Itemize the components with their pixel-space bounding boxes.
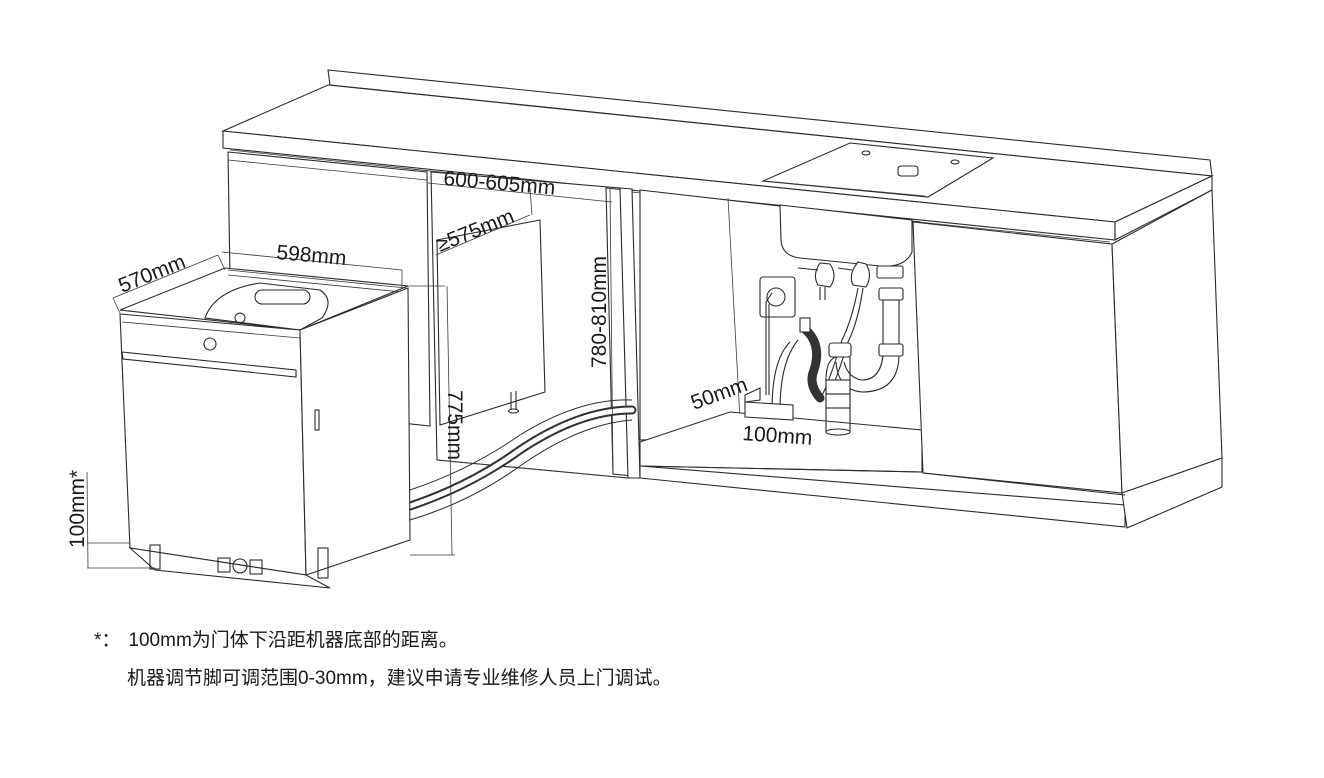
sink-top xyxy=(760,142,995,198)
outlet-box xyxy=(744,387,794,421)
inlet-hose xyxy=(771,317,825,411)
power-socket xyxy=(759,276,796,395)
dishwasher xyxy=(119,267,411,589)
s-trap-drain xyxy=(825,265,904,436)
footnote-text-1: 100mm为门体下沿距机器底部的距离。 xyxy=(128,630,458,651)
footnote-text-2: 机器调节脚可调范围0-30mm，建议申请专业维修人员上门调试。 xyxy=(127,668,672,689)
dishwasher-niche xyxy=(430,171,641,479)
dim-dishwasher-height: 775mm xyxy=(443,390,466,460)
drain-hose xyxy=(405,399,637,521)
dim-outlet-width: 100mm xyxy=(742,422,813,450)
dim-door-bottom-clearance: 100mm* xyxy=(66,470,89,548)
footnote-line-2: 机器调节脚可调范围0-30mm，建议申请专业维修人员上门调试。 xyxy=(127,669,672,688)
dimension-lines xyxy=(86,182,614,569)
dim-niche-height: 780-810mm xyxy=(588,256,611,368)
countertop xyxy=(220,69,1215,243)
right-cabinet xyxy=(912,189,1223,529)
footnote-star: *： xyxy=(94,630,121,651)
footnote-line-1: *： 100mm为门体下沿距机器底部的距离。 xyxy=(94,631,458,650)
